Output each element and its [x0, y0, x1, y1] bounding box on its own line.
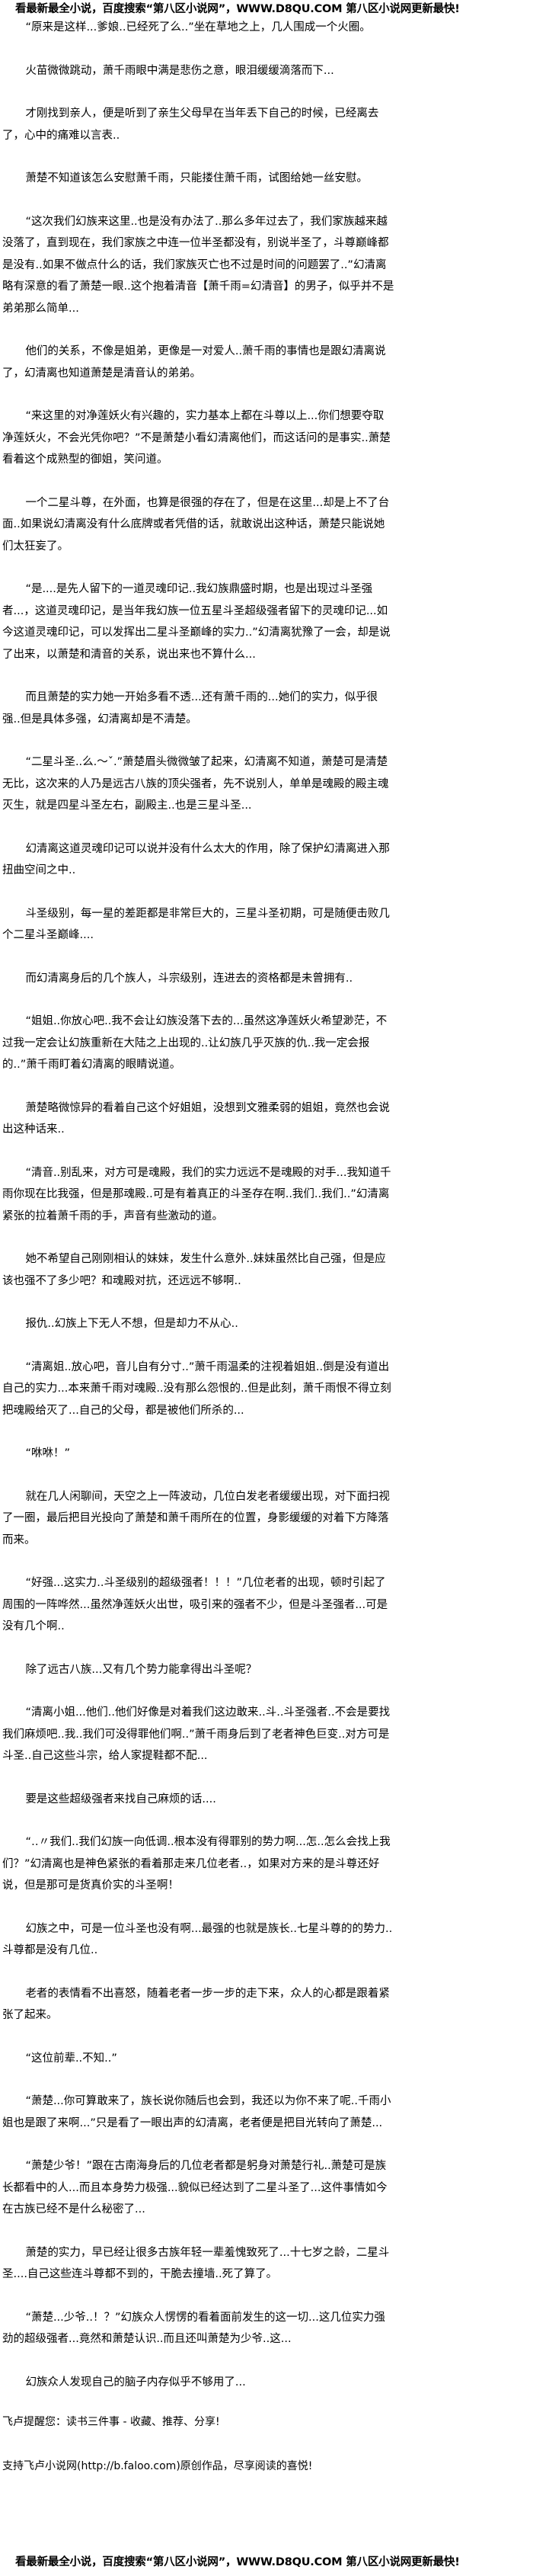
paragraph: “好强...这实力..斗圣级别的超级强者！！！”几位老者的出现，顿时引起了周围的…	[2, 1577, 388, 1632]
site-banner-top: 看最新最全小说，百度搜索“第八区小说网”，WWW.D8QU.COM 第八区小说网…	[15, 3, 460, 15]
paragraph: 萧楚略微惊异的看着自己这个好姐姐，没想到文雅柔弱的姐姐，竟然也会说出这种话来..	[2, 1101, 390, 1136]
paragraph: 斗圣级别，每一星的差距都是非常巨大的，三星斗圣初期，可是随便击败几个二星斗圣巅峰…	[2, 907, 390, 942]
paragraph: “这位前辈..不知..”	[25, 2052, 117, 2065]
site-banner-bottom: 看最新最全小说，百度搜索“第八区小说网”，WWW.D8QU.COM 第八区小说网…	[15, 2556, 460, 2568]
paragraph: 而幻清离身后的几个族人，斗宗级别，连进去的资格都是未曾拥有..	[25, 972, 353, 985]
paragraph: “咻咻！”	[25, 1447, 70, 1459]
paragraph: “清音..别乱来，对方可是魂殿，我们的实力远远不是魂殿的对手...我知道千雨你现…	[2, 1166, 391, 1222]
paragraph: 火苗微微跳动，萧千雨眼中满是悲伤之意，眼泪缓缓滴落而下...	[25, 64, 334, 77]
paragraph: 幻族之中，可是一位斗圣也没有啊...最强的也就是族长..七星斗尊的的势力..斗尊…	[2, 1922, 393, 1957]
paragraph: 而且萧楚的实力她一开始多看不透...还有萧千雨的...她们的实力，似乎很强..但…	[2, 691, 378, 726]
paragraph: 要是这些超级强者来找自己麻烦的话....	[25, 1793, 216, 1805]
paragraph: 老者的表情看不出喜怒，随着老者一步一步的走下来，众人的心都是跟着紧张了起来。	[2, 1987, 390, 2022]
paragraph: 她不希望自己刚刚相认的妹妹，发生什么意外..妹妹虽然比自己强，但是应该也强不了多…	[2, 1253, 386, 1287]
paragraph: “这次我们幻族来这里..也是没有办法了..那么多年过去了，我们家族越来越没落了，…	[2, 215, 394, 315]
paragraph: 报仇..幻族上下无人不想，但是却力不从心..	[25, 1318, 238, 1330]
paragraph: 才刚找到亲人，便是听到了亲生父母早在当年丢下自己的时候，已经离去了，心中的痛难以…	[2, 107, 379, 142]
paragraph: “萧楚少爷！”跟在古南海身后的几位老者都是躬身对萧楚行礼..萧楚可是族长都看中的…	[2, 2160, 388, 2216]
paragraph: 萧楚的实力，早已经让很多古族年轻一辈羞愧致死了...十七岁之龄，二星斗圣....…	[2, 2246, 390, 2281]
paragraph: “原来是这样...爹娘..已经死了么..”坐在草地之上，几人围成一个火圈。	[25, 21, 371, 34]
paragraph: 幻族众人发现自己的脑子内存似乎不够用了...	[25, 2376, 246, 2389]
paragraph: 幻清离这道灵魂印记可以说并没有什么太大的作用，除了保护幻清离进入那扭曲空间之中.…	[2, 842, 390, 877]
paragraph: 他们的关系，不像是姐弟，更像是一对爱人..萧千雨的事情也是跟幻清离说了，幻清离也…	[2, 345, 386, 380]
paragraph: 就在几人闲聊间，天空之上一阵波动，几位白发老者缓缓出现，对下面扫视了一圈，最后把…	[2, 1490, 390, 1546]
paragraph: 除了远古八族...又有几个势力能拿得出斗圣呢？	[25, 1663, 257, 1676]
paragraph: “萧楚...少爷..！？”幻族众人愣愣的看着面前发生的这一切...这几位实力强劲…	[2, 2311, 385, 2346]
footer-notes: 飞卢提醒您：读书三件事 - 收藏、推荐、分享! 支持飞卢小说网(http://b…	[0, 2414, 533, 2474]
support-notice: 支持飞卢小说网(http://b.faloo.com)原创作品，尽享阅读的喜悦!	[2, 2460, 313, 2472]
paragraph: 一个二星斗尊，在外面，也算是很强的存在了，但是在这里...却是上不了台面..如果…	[2, 496, 390, 553]
paragraph: 萧楚不知道该怎么安慰萧千雨，只能搂住萧千雨，试图给她一丝安慰。	[25, 172, 368, 184]
paragraph: “姐姐..你放心吧..我不会让幻族没落下去的...虽然这净莲妖火希望渺茫，不过我…	[2, 1015, 388, 1071]
paragraph: “是....是先人留下的一道灵魂印记..我幻族鼎盛时期，也是出现过斗圣强者...…	[2, 583, 391, 661]
paragraph: “萧楚...你可算敢来了，族长说你随后也会到，我还以为你不来了呢..千雨小姐也是…	[2, 2095, 391, 2129]
paragraph: “‥〃我们..我们幻族一向低调..根本没有得罪别的势力啊...怎..怎么会找上我…	[2, 1836, 391, 1892]
paragraph: “清离姐..放心吧，音儿自有分寸..”萧千雨温柔的注视着姐姐..倒是没有道出自己…	[2, 1360, 391, 1417]
chapter-body: “原来是这样...爹娘..已经死了么..”坐在草地之上，几人围成一个火圈。火苗微…	[0, 17, 394, 2393]
paragraph: “清离小姐...他们..他们好像是对着我们这边敢来..斗..斗圣强者..不会是要…	[2, 1706, 391, 1762]
reading-reminder: 飞卢提醒您：读书三件事 - 收藏、推荐、分享!	[2, 2416, 220, 2428]
paragraph: “来这里的对净莲妖火有兴趣的，实力基本上都在斗尊以上...你们想要夺取净莲妖火，…	[2, 410, 391, 466]
paragraph: “二星斗圣..么.～ˇ.”萧楚眉头微微皱了起来，幻清离不知道，萧楚可是清楚无比，…	[2, 756, 389, 812]
